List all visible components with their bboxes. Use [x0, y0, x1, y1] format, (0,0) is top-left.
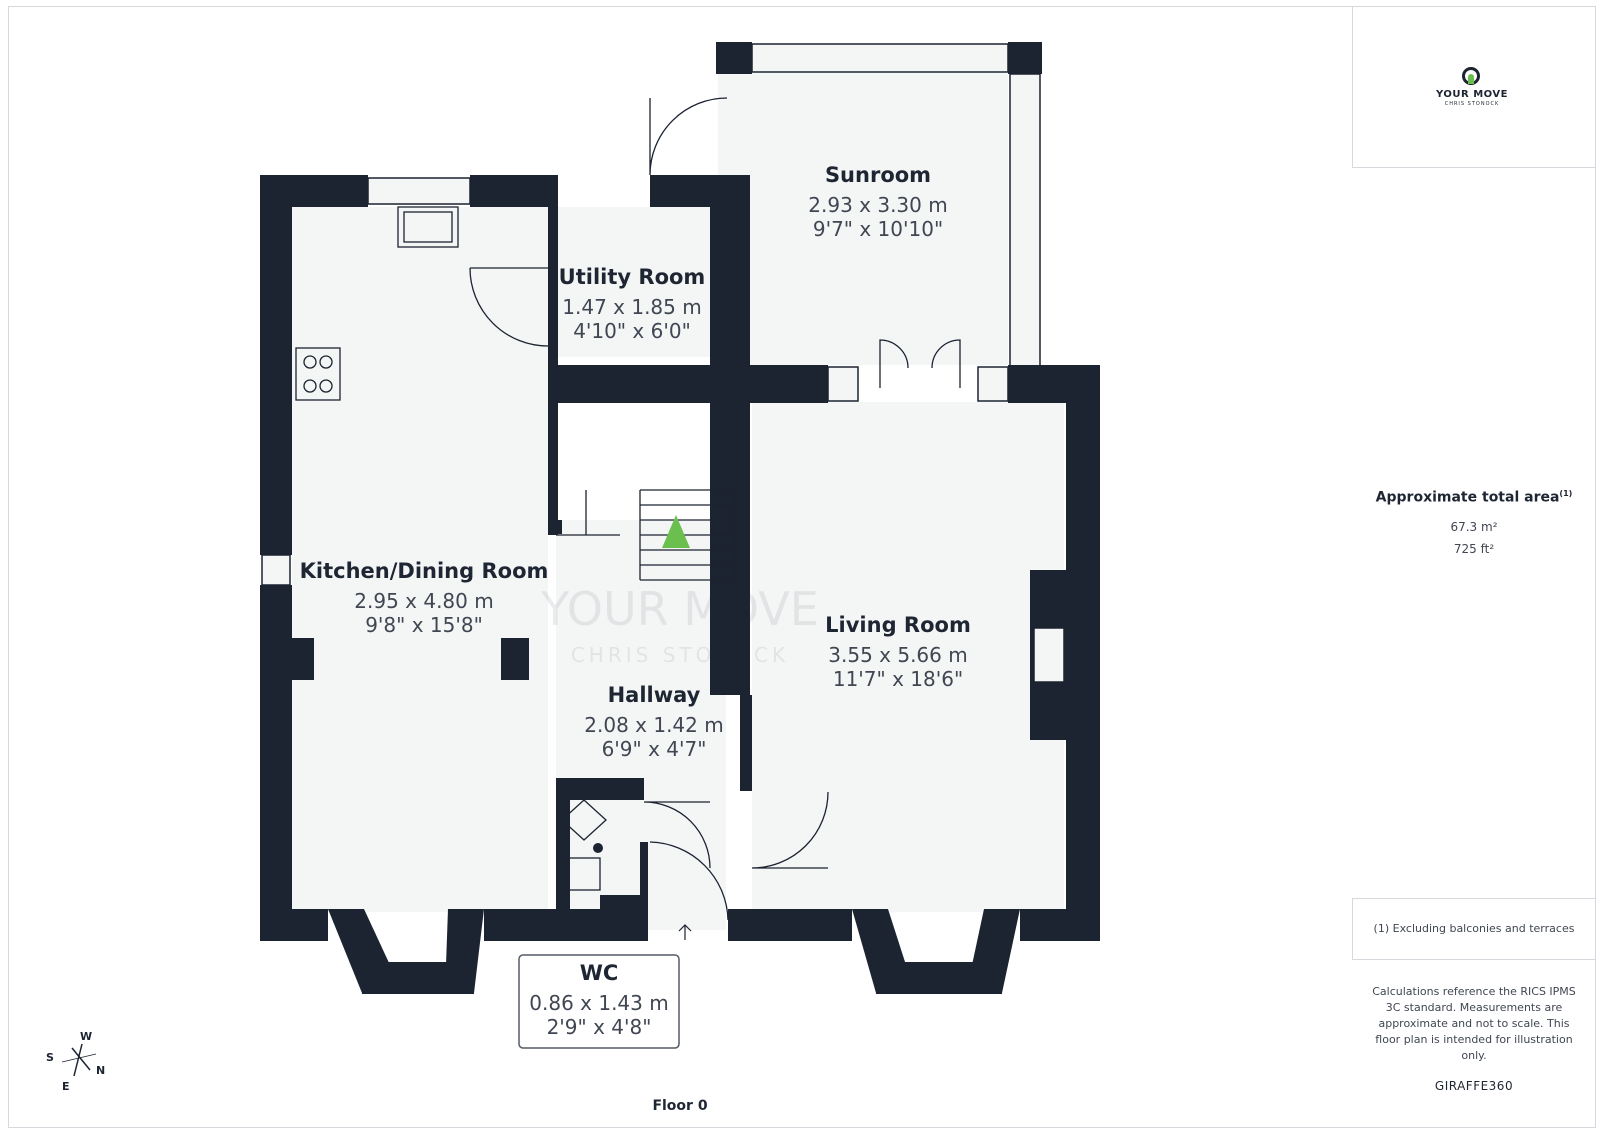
- living-walls: [728, 365, 1100, 994]
- room-imperial: 4'10" x 6'0": [573, 319, 691, 343]
- logo-sub: CHRIS STONOCK: [1444, 101, 1500, 107]
- room-metric: 2.95 x 4.80 m: [354, 589, 493, 613]
- basin-icon: [561, 799, 607, 841]
- calculation-note: Calculations reference the RICS IPMS 3C …: [1372, 985, 1576, 1062]
- room-label-living: Living Room 3.55 x 5.66 m 11'7" x 18'6": [825, 613, 971, 691]
- logo-panel: [1352, 6, 1596, 168]
- camera-viewpoint-icon: [662, 515, 690, 548]
- room-name: Living Room: [825, 613, 971, 637]
- area-note-marker: (1): [1559, 489, 1573, 498]
- area-imperial: 725 ft²: [1453, 542, 1495, 556]
- footnote: (1) Excluding balconies and terraces: [1373, 922, 1575, 935]
- room-label-wc: WC 0.86 x 1.43 m 2'9" x 4'8": [529, 961, 668, 1039]
- room-metric: 1.47 x 1.85 m: [562, 295, 701, 319]
- room-imperial: 9'7" x 10'10": [813, 217, 943, 241]
- room-metric: 3.55 x 5.66 m: [828, 643, 967, 667]
- room-metric: 2.08 x 1.42 m: [584, 713, 723, 737]
- room-name: Sunroom: [825, 163, 931, 187]
- hob-icon: [295, 347, 341, 401]
- watermark-name: YOUR MOVE: [540, 582, 819, 636]
- entrance-arrow-icon: [678, 924, 692, 940]
- room-label-utility: Utility Room 1.47 x 1.85 m 4'10" x 6'0": [559, 265, 706, 343]
- staircase: [639, 489, 736, 581]
- room-name: WC: [580, 961, 619, 985]
- area-title-text: Approximate total area: [1375, 489, 1560, 506]
- room-imperial: 6'9" x 4'7": [602, 737, 707, 761]
- room-imperial: 2'9" x 4'8": [547, 1015, 652, 1039]
- software-brand: GIRAFFE360: [1434, 1079, 1514, 1093]
- sheet-frame: [8, 6, 1596, 1128]
- door-swings: [469, 97, 961, 921]
- room-name: Hallway: [608, 683, 701, 707]
- room-metric: 0.86 x 1.43 m: [529, 991, 668, 1015]
- area-title: Approximate total area(1): [1352, 489, 1596, 506]
- compass-e: E: [62, 1080, 70, 1093]
- logo-name: YOUR MOVE: [1436, 89, 1508, 100]
- compass-w: W: [80, 1030, 92, 1043]
- compass-s: S: [46, 1051, 54, 1064]
- watermark-sub: CHRIS STONOCK: [571, 643, 789, 667]
- floor-label: Floor 0: [652, 1098, 708, 1114]
- room-name: Kitchen/Dining Room: [300, 559, 549, 583]
- watermark: YOUR MOVE CHRIS STONOCK: [540, 582, 819, 667]
- compass-icon: W S N E: [46, 1030, 105, 1093]
- footnote-panel: [1352, 898, 1596, 960]
- room-imperial: 9'8" x 15'8": [365, 613, 483, 637]
- area-metric: 67.3 m²: [1450, 520, 1498, 534]
- wc-label-box: [518, 954, 680, 1049]
- room-name: Utility Room: [559, 265, 706, 289]
- compass-n: N: [96, 1064, 105, 1077]
- room-imperial: 11'7" x 18'6": [833, 667, 963, 691]
- room-label-kitchen: Kitchen/Dining Room 2.95 x 4.80 m 9'8" x…: [300, 559, 549, 637]
- floor-areas: [292, 73, 1064, 930]
- toilet-icon: [567, 843, 603, 891]
- room-label-sunroom: Sunroom 2.93 x 3.30 m 9'7" x 10'10": [808, 163, 947, 241]
- utility-walls: [548, 175, 750, 695]
- sink-icon: [397, 206, 459, 248]
- room-metric: 2.93 x 3.30 m: [808, 193, 947, 217]
- logo-accent: [1468, 74, 1474, 84]
- room-label-hallway: Hallway 2.08 x 1.42 m 6'9" x 4'7": [584, 683, 723, 761]
